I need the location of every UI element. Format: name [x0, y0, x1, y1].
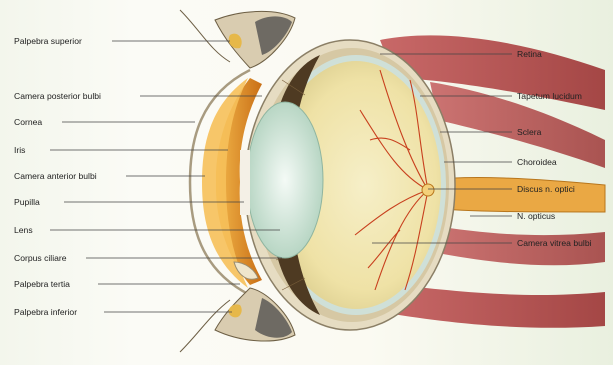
optic-disc: [422, 184, 434, 196]
label-palpebra-inferior: Palpebra inferior: [14, 307, 77, 317]
label-camera-anterior-bulbi: Camera anterior bulbi: [14, 171, 97, 181]
label-discus-n-optici: Discus n. optici: [517, 184, 575, 194]
label-corpus-ciliare: Corpus ciliare: [14, 253, 67, 263]
label-retina: Retina: [517, 49, 542, 59]
label-choroidea: Choroidea: [517, 157, 557, 167]
pupil-gap: [240, 150, 250, 215]
label-pupilla: Pupilla: [14, 197, 40, 207]
label-camera-vitrea-bulbi: Camera vitrea bulbi: [517, 238, 592, 248]
label-tapetum-lucidum: Tapetum lucidum: [517, 91, 582, 101]
label-cornea: Cornea: [14, 117, 42, 127]
label-palpebra-tertia: Palpebra tertia: [14, 279, 70, 289]
label-lens: Lens: [14, 225, 33, 235]
label-iris: Iris: [14, 145, 25, 155]
label-sclera: Sclera: [517, 127, 541, 137]
label-camera-posterior-bulbi: Camera posterior bulbi: [14, 91, 101, 101]
lens-shape: [247, 102, 323, 258]
label-n-opticus: N. opticus: [517, 211, 555, 221]
label-palpebra-superior: Palpebra superior: [14, 36, 82, 46]
optic-nerve: [430, 178, 605, 212]
